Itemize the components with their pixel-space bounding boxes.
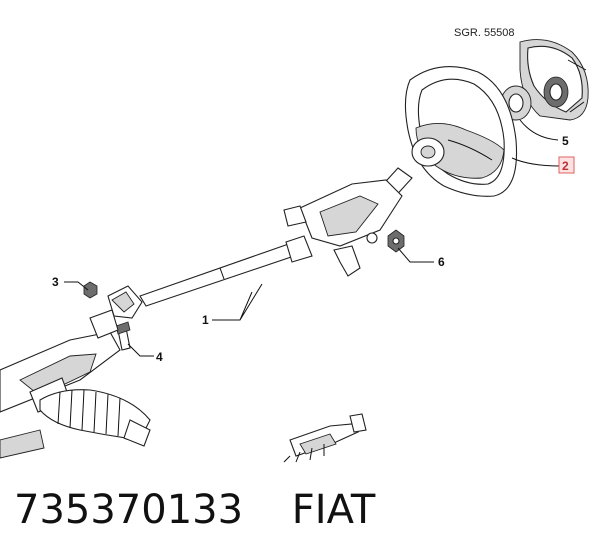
brand-name: FIAT bbox=[291, 487, 376, 533]
reference-code: SGR. 55508 bbox=[454, 27, 515, 39]
callout-3: 3 bbox=[52, 275, 59, 289]
airbag-module-drawing bbox=[519, 39, 589, 121]
callout-leaders bbox=[64, 119, 561, 357]
steering-column-diagram: SGR. 55508 1 2 3 4 5 6 bbox=[0, 27, 589, 463]
callout-2: 2 bbox=[562, 159, 569, 173]
callout-6: 6 bbox=[438, 255, 445, 269]
steering-rack-drawing bbox=[0, 309, 151, 459]
steering-column-drawing bbox=[283, 167, 413, 277]
callout-4: 4 bbox=[156, 350, 163, 364]
part-caption: 735370133 FIAT bbox=[14, 487, 375, 533]
inset-detail-drawing bbox=[283, 413, 367, 463]
callout-2-highlight-box bbox=[558, 156, 575, 174]
steering-wheel-drawing bbox=[404, 66, 518, 197]
callout-1: 1 bbox=[202, 313, 209, 327]
callout-5: 5 bbox=[562, 134, 569, 148]
intermediate-shaft-drawing bbox=[83, 235, 313, 351]
part-number: 735370133 bbox=[14, 487, 244, 533]
